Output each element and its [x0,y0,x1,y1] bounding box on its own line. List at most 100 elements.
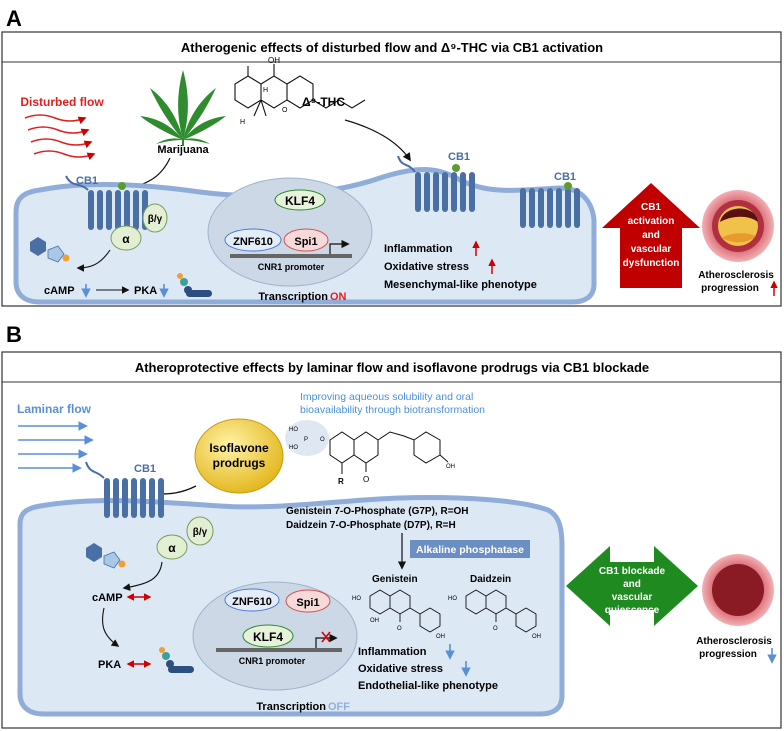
arrow-text-3: vascular [612,592,653,603]
panel-b: B Atheroprotective effects by laminar fl… [1,322,782,729]
outcome-label-2: progression [699,649,757,660]
thc-label: Δ⁹-THC [302,95,345,109]
cb1-label-left: CB1 [76,175,98,187]
genistein-o: O [397,626,402,632]
transcription-state-on: ON [330,291,347,303]
phosphate-p: P [304,437,308,443]
arrow-text-5: dysfunction [623,258,680,269]
healthy-vessel-icon [702,554,774,626]
pka-label: PKA [98,659,121,671]
compound-1: Genistein 7-O-Phosphate (G7P), R=OH [286,506,469,517]
prodrug-label-2: prodrugs [213,456,266,470]
panel-title: Atheroprotective effects by laminar flow… [135,360,649,375]
genistein-structure [369,589,441,633]
phosphate-ho-1: HO [289,427,298,433]
phosphate-highlight [285,420,329,456]
thc-oh: OH [268,56,280,65]
effect-inflammation: Inflammation [358,646,427,658]
cb1-receptor-middle [397,155,475,212]
struct-r: R [338,477,344,486]
outcome-label-1: Atherosclerosis [696,636,772,647]
arrow-text-2: activation [628,216,675,227]
transcription-prefix: Transcription [258,291,328,303]
compound-2: Daidzein 7-O-Phosphate (D7P), R=H [286,520,456,531]
thc-structure [234,64,366,117]
pka-enzyme-icon [159,647,194,673]
phosphate-ho-2: HO [289,445,298,451]
spi1-label: Spi1 [296,597,319,609]
spi1-label: Spi1 [294,236,317,248]
note-line-2: bioavailability through biotransformatio… [300,404,485,416]
transcription-start-arrow [315,633,338,648]
g-alpha-subunit [110,225,142,251]
prodrug-structure [329,431,449,474]
klf4-factor [242,624,294,648]
effect-phenotype: Endothelial-like phenotype [358,680,498,692]
panel-letter: B [6,322,22,347]
spi1-factor [283,228,329,252]
enzyme-box [410,540,530,558]
effect-oxidative-stress: Oxidative stress [358,663,443,675]
genistein-label: Genistein [372,574,418,585]
znf610-factor [224,588,280,612]
klf4-label: KLF4 [253,630,283,644]
inhibition-line [159,485,197,495]
g-beta-gamma-label: β/γ [148,214,163,225]
effect-oxidative-stress: Oxidative stress [384,261,469,273]
camp-label: cAMP [44,285,75,297]
marijuana-leaf-icon [140,70,226,146]
arrow-text-3: and [642,230,660,241]
pka-enzyme-icon [177,273,212,297]
thc-h1: H [263,87,268,94]
transcription-start-arrow [329,239,350,254]
phosphate-o: O [320,437,325,443]
camp-to-pka-arrow [101,607,120,647]
genistein-oh-2: OH [436,634,445,640]
thc-h2: H [240,119,245,126]
panel-title: Atherogenic effects of disturbed flow an… [181,40,603,55]
galpha-to-camp-arrow [76,249,111,272]
struct-o: O [363,475,369,484]
cb1-receptor-right [520,188,580,228]
prodrug-label-1: Isoflavone [209,441,269,455]
spi1-factor [285,589,331,613]
znf610-label: ZNF610 [233,236,273,248]
transcription-prefix: Transcription [256,701,326,713]
g-beta-gamma-subunit [142,203,168,233]
disturbed-flow-icon [24,114,96,161]
arrow-text-1: CB1 blockade [599,566,666,577]
blocked-cross-icon [321,631,331,643]
outcome-label-1: Atherosclerosis [698,270,774,281]
thc-o: O [282,107,288,114]
panel-a: A Atherogenic effects of disturbed flow … [1,6,782,307]
promoter-label: CNR1 promoter [239,656,306,666]
laminar-flow-icon [18,421,94,473]
g-beta-gamma-label: β/γ [193,527,208,538]
camp-molecule-icon [30,237,70,263]
arrow-text-2: and [623,579,641,590]
znf610-factor [224,228,282,252]
thc-arrow [344,119,411,162]
panel-letter: A [6,6,22,31]
enzyme-label: Alkaline phosphatase [416,544,524,556]
activation-big-arrow [602,183,700,288]
klf4-label: KLF4 [285,194,315,208]
effect-phenotype: Mesenchymal-like phenotype [384,279,537,291]
cb1-label: CB1 [134,463,156,475]
genistein-ho: HO [352,596,361,602]
panel-frame [1,31,782,307]
daidzein-label: Daidzein [470,574,511,585]
transcription-state-off: OFF [328,701,350,713]
ligand-dot-middle [452,164,460,172]
plaque-vessel-icon [702,190,774,262]
quiescence-double-arrow [566,546,698,626]
galpha-to-camp-arrow [122,561,163,591]
panel-frame [1,351,782,729]
promoter-label: CNR1 promoter [258,262,325,272]
arrow-text-4: vascular [631,244,672,255]
dna-strand [230,254,352,258]
ligand-dot-right [564,182,572,190]
cb1-receptor [85,461,164,518]
daidzein-ho: HO [448,596,457,602]
genistein-oh-1: OH [370,618,379,624]
